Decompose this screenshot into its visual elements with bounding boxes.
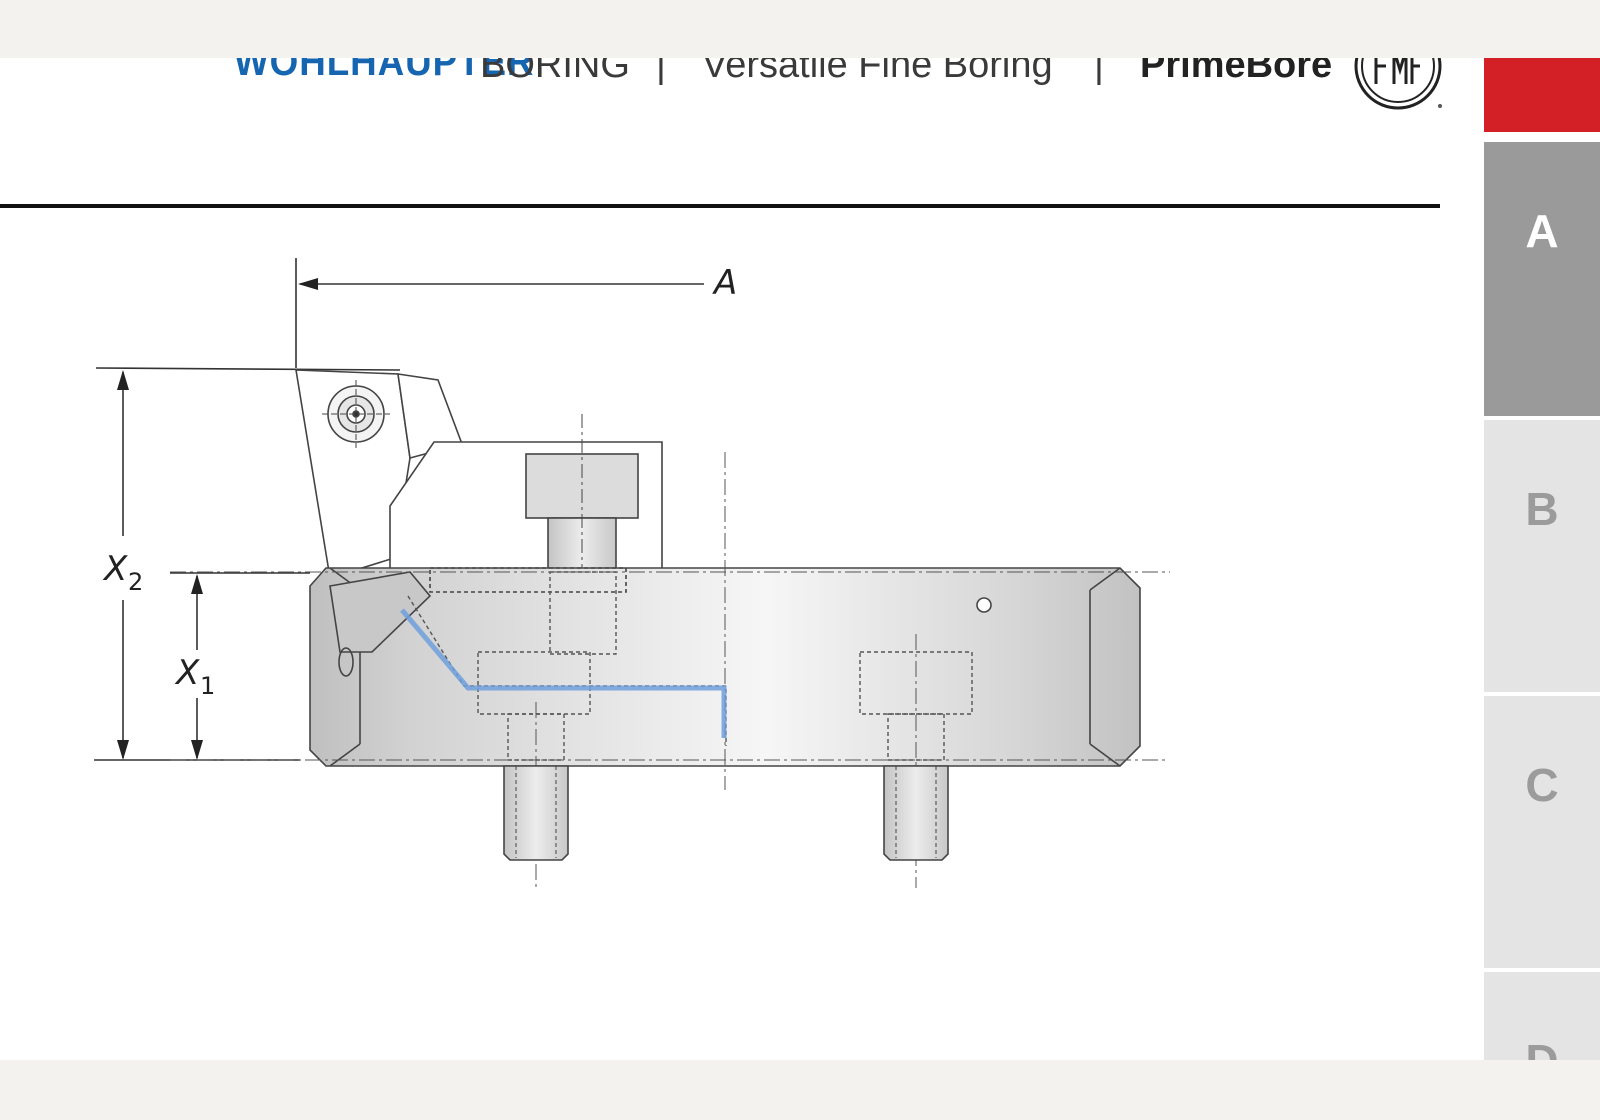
technical-drawing: A X 2 X 1 <box>94 258 1170 888</box>
viewer-bottom-bar <box>0 1060 1600 1120</box>
section-tab-d[interactable]: D <box>1484 972 1600 1060</box>
main-body <box>309 567 1141 767</box>
stud-left <box>503 765 569 861</box>
section-sidebar: A B C D <box>1484 58 1600 1060</box>
dimension-a-label: A <box>712 263 737 303</box>
header-separator-2: | <box>1094 58 1104 86</box>
dimension-x1: X 1 <box>174 574 215 760</box>
header-product: PrimeBore <box>1140 58 1333 86</box>
coolant-channel <box>400 608 727 738</box>
page-header: WOHLHAUPTER BORING | Versatile Fine Bori… <box>0 58 1480 138</box>
header-separator-1: | <box>656 58 666 86</box>
brand-logo-text: WOHLHAUPTER <box>234 58 535 84</box>
sidebar-accent <box>1484 58 1600 132</box>
stud-right <box>883 765 949 861</box>
dimension-x2-label: X <box>102 549 128 589</box>
header-rule <box>0 204 1440 208</box>
clamping-block <box>389 414 663 748</box>
product-seal-icon <box>1354 58 1442 110</box>
dimension-x1-label: X <box>174 653 200 693</box>
header-category: BORING <box>480 58 630 86</box>
hidden-features <box>407 571 973 761</box>
header-subtitle: Versatile Fine Boring <box>702 58 1053 86</box>
section-tab-b[interactable]: B <box>1484 420 1600 692</box>
viewer-top-bar <box>0 0 1600 58</box>
dimension-a: A <box>298 263 737 303</box>
insert-holder <box>295 369 464 580</box>
dimension-x1-subscript: 1 <box>200 672 215 700</box>
dimension-x2: X 2 <box>102 370 143 760</box>
section-tab-c[interactable]: C <box>1484 696 1600 968</box>
catalog-page: WOHLHAUPTER BORING | Versatile Fine Bori… <box>0 58 1600 1060</box>
section-tab-a[interactable]: A <box>1484 142 1600 416</box>
dimension-x2-subscript: 2 <box>128 568 143 596</box>
